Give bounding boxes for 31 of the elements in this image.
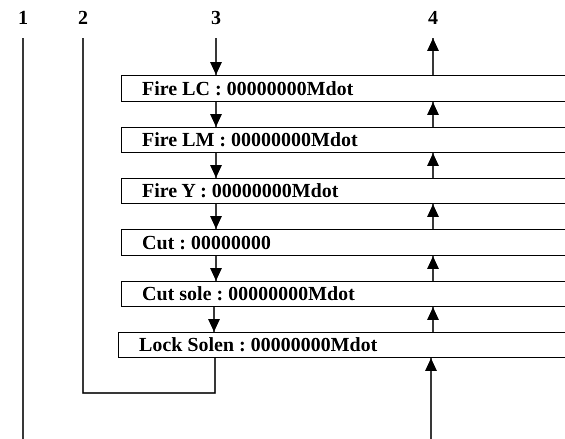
column-number: 2 (78, 8, 88, 31)
arrow (210, 153, 222, 178)
status-text: Lock Solen : 00000000Mdot (139, 335, 378, 355)
arrow (427, 153, 439, 178)
status-box (118, 332, 565, 358)
arrow (210, 204, 222, 229)
arrow (427, 256, 439, 281)
arrow (210, 256, 222, 281)
arrow (427, 102, 439, 127)
status-box (121, 178, 565, 204)
connector-line (22, 38, 24, 439)
status-text: Fire Y : 00000000Mdot (142, 181, 338, 201)
arrow (208, 307, 220, 332)
status-text: Cut : 00000000 (142, 232, 271, 252)
status-text: Cut sole : 00000000Mdot (142, 284, 355, 304)
arrow (427, 38, 439, 75)
status-box (121, 127, 565, 153)
status-text: Fire LM : 00000000Mdot (142, 130, 358, 150)
arrow (210, 38, 222, 75)
arrow (210, 102, 222, 127)
column-number: 4 (428, 8, 438, 31)
status-box (121, 75, 565, 102)
column-number: 3 (211, 8, 221, 31)
arrow (425, 358, 437, 439)
status-box (121, 229, 565, 256)
status-text: Fire LC : 00000000Mdot (142, 78, 354, 98)
connector-line (82, 38, 216, 394)
status-box (121, 281, 565, 307)
arrow (427, 307, 439, 332)
column-number: 1 (18, 8, 28, 31)
arrow (427, 204, 439, 229)
